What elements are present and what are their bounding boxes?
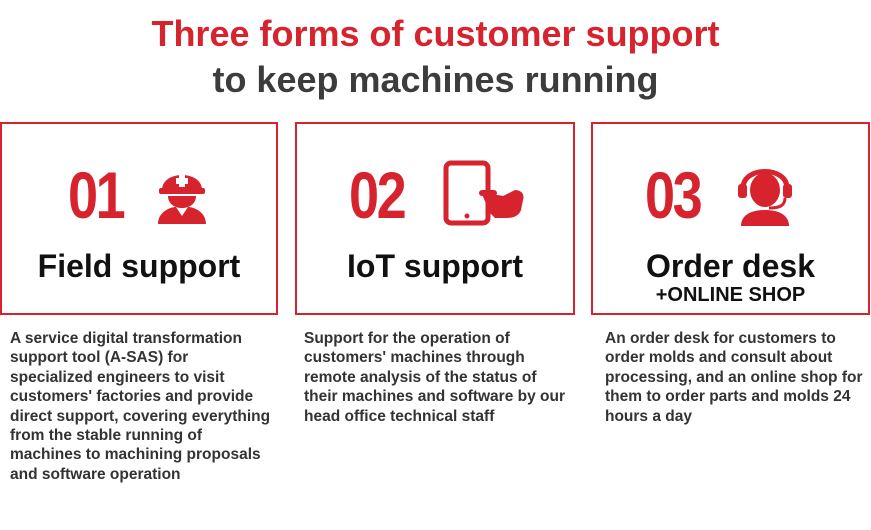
card-field-support: 01 Field support: [0, 122, 278, 315]
card-subtitle: +ONLINE SHOP: [655, 284, 806, 306]
card-title: Field support: [37, 248, 241, 284]
card-number: 01: [68, 158, 126, 232]
title-line-2: to keep machines running: [212, 59, 659, 100]
card-number: 03: [645, 158, 703, 232]
card-number: 02: [349, 158, 407, 232]
card-title: IoT support: [347, 248, 523, 284]
tablet-touch-icon: [443, 160, 527, 231]
card-description: An order desk for customers to order mol…: [605, 330, 863, 425]
card-order-desk: 03 Order desk +ONLINE SHOP: [591, 122, 870, 315]
card-iot-support: 02 IoT support: [295, 122, 575, 315]
card-title: Order desk: [646, 248, 815, 284]
operator-headset-icon: [735, 158, 795, 231]
card-description: Support for the operation of customers' …: [304, 330, 565, 425]
title-line-1: Three forms of customer support: [151, 13, 720, 54]
worker-helmet-icon: [154, 160, 210, 229]
card-description: A service digital transformation support…: [10, 330, 271, 483]
